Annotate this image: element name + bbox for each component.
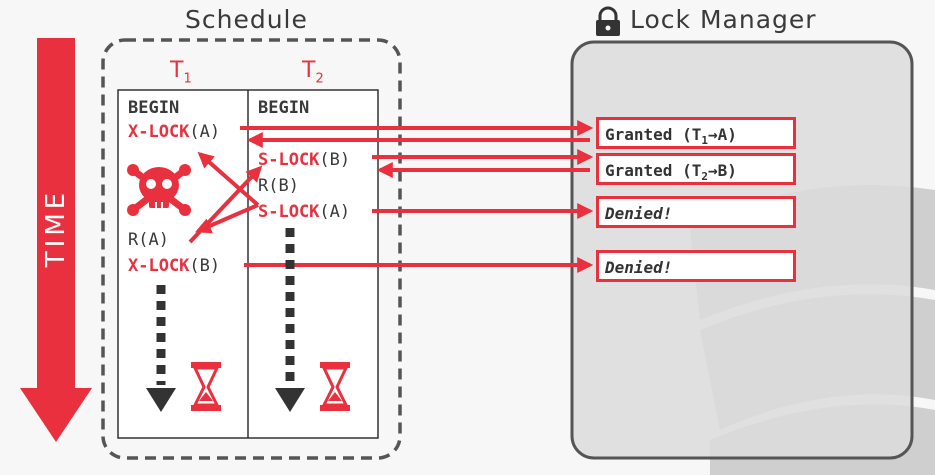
response-granted-t2-b: Granted (T2→B) (596, 153, 796, 185)
lock-request-arrows (240, 120, 594, 273)
hourglass-icon (191, 362, 221, 411)
t1-wait-arrow (146, 285, 176, 412)
hourglass-icon (320, 362, 350, 411)
lock-manager-title: Lock Manager (630, 5, 817, 34)
response-granted-t1-a: Granted (T1→A) (596, 117, 796, 149)
t2-slock-b: S-LOCK(B) (258, 150, 351, 170)
skull-deadlock-icon (127, 164, 191, 216)
t1-xlock-a: X-LOCK(A) (128, 122, 221, 142)
response-denied-slock-a: Denied! (596, 196, 796, 228)
schedule-title: Schedule (185, 5, 308, 34)
response-denied-xlock-b: Denied! (596, 250, 796, 282)
time-arrow (20, 38, 92, 442)
t1-xlock-b: X-LOCK(B) (128, 256, 221, 276)
t1-begin: BEGIN (128, 98, 180, 118)
schedule-box (101, 38, 402, 460)
t2-read-b: R(B) (258, 176, 299, 196)
t1-header: T1 (170, 58, 192, 87)
t2-slock-a: S-LOCK(A) (258, 202, 351, 222)
t2-header: T2 (302, 58, 324, 87)
time-axis-label: TIME (41, 188, 71, 268)
t1-read-a: R(A) (128, 230, 169, 250)
t2-wait-arrow (275, 228, 305, 412)
deadlock-wait-arrows (188, 151, 263, 244)
t2-begin: BEGIN (258, 98, 310, 118)
lock-icon (596, 6, 620, 36)
